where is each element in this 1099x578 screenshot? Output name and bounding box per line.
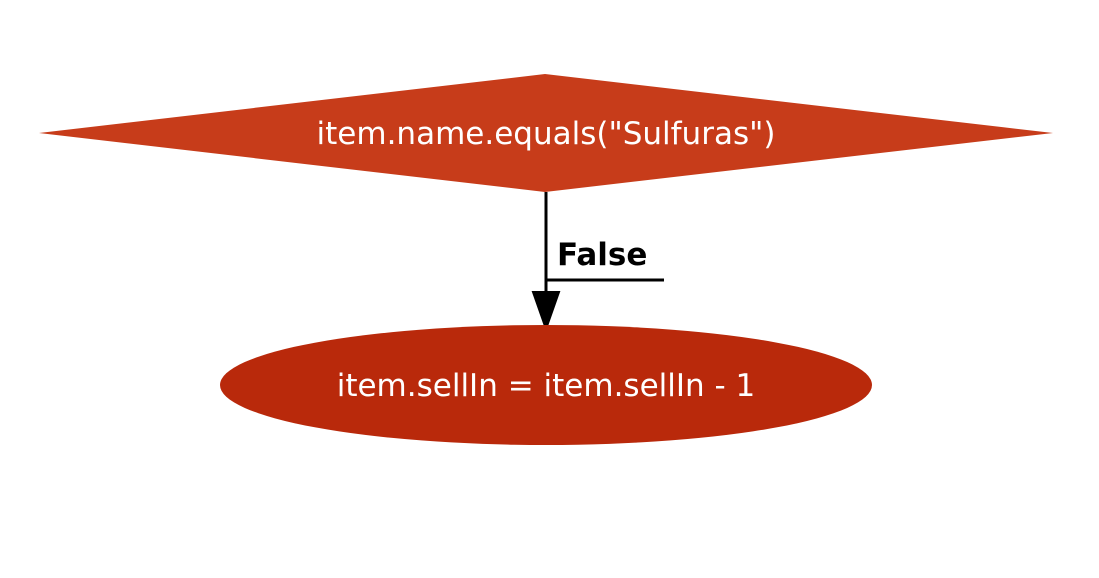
decision-node: item.name.equals("Sulfuras") — [39, 74, 1053, 192]
action-node: item.sellIn = item.sellIn - 1 — [220, 325, 872, 445]
edge-label: False — [557, 237, 647, 273]
edge-false: False — [531, 192, 664, 333]
edge-arrowhead — [531, 291, 561, 333]
action-node-shape — [220, 325, 872, 445]
decision-node-label: item.name.equals("Sulfuras") — [317, 116, 776, 152]
action-node-label: item.sellIn = item.sellIn - 1 — [337, 368, 756, 404]
decision-node-shape — [39, 74, 1053, 192]
